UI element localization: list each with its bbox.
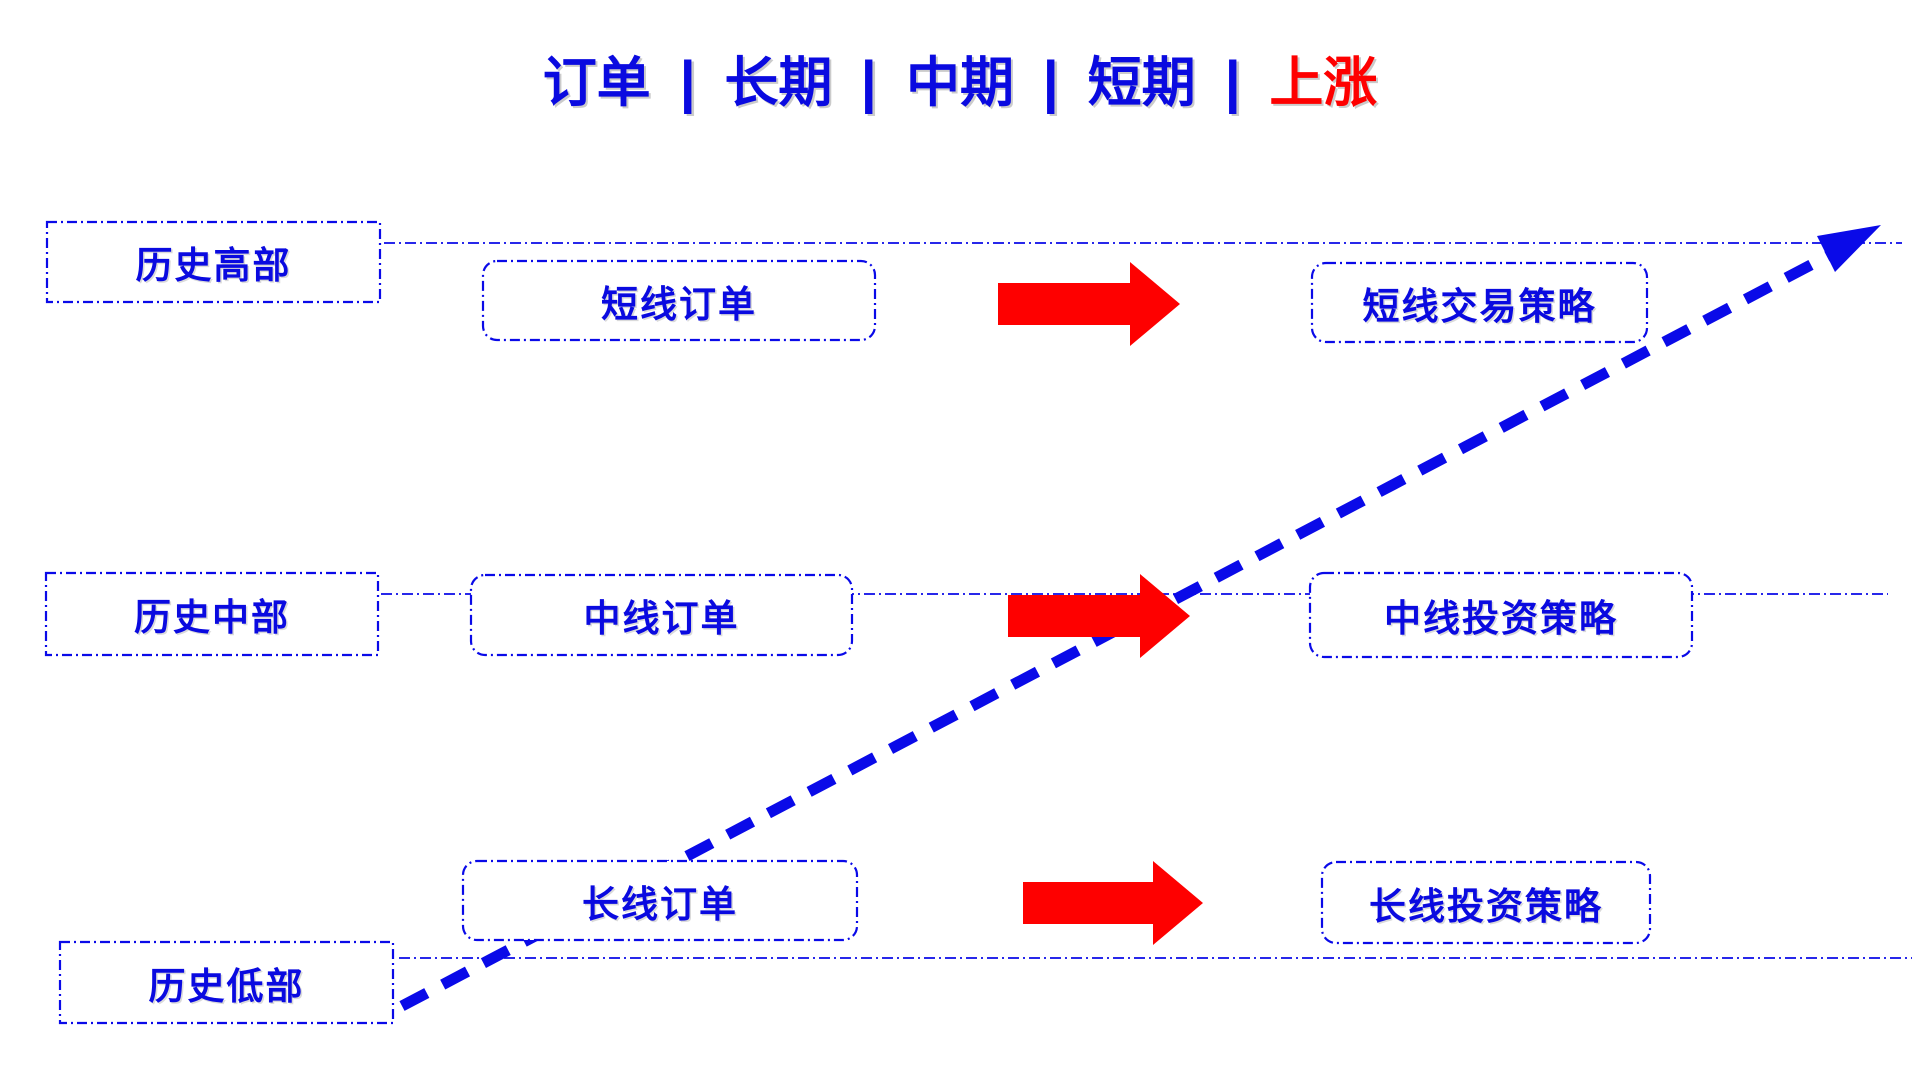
mid-order-label: 中线订单 [583,596,740,640]
mid-strategy-label: 中线投资策略 [1384,596,1618,640]
short-order-box [481,259,877,342]
uptrend-arrowhead-icon [1817,225,1881,272]
short-flow-right-arrow-icon [998,262,1180,346]
title-segment-short-term: 短期 [1087,50,1196,114]
history-mid-label: 历史中部 [134,595,290,639]
title-separator: | [674,50,701,114]
mid-order-box [469,573,854,657]
title-segment-mid-term: 中期 [906,50,1014,114]
short-strategy-box [1310,261,1649,344]
title-segment-orders: 订单 [542,50,651,114]
page-title: 订单 | 长期 | 中期 | 短期 | 上涨 [0,38,1920,117]
history-mid-box [44,571,380,657]
long-order-box [461,859,859,942]
mid-flow-right-arrow-icon [1008,574,1190,658]
short-order-label: 短线订单 [601,281,757,326]
uptrend-dashed-arrow-line [399,242,1848,1011]
title-separator: | [1038,50,1064,114]
history-low-label: 历史低部 [148,963,305,1008]
short-strategy-label: 短线交易策略 [1362,283,1597,328]
long-order-label: 长线订单 [582,881,738,926]
long-strategy-label: 长线投资策略 [1369,883,1603,928]
history-low-box [58,940,395,1025]
title-separator: | [856,50,882,114]
history-high-label: 历史高部 [135,243,292,287]
title-segment-uptrend: 上涨 [1269,50,1378,114]
history-high-box [45,220,382,304]
mid-strategy-box [1308,571,1694,659]
title-separator: | [1219,50,1246,114]
title-segment-long-term: 长期 [724,50,833,114]
long-flow-right-arrow-icon [1023,861,1203,945]
long-strategy-box [1320,860,1652,945]
